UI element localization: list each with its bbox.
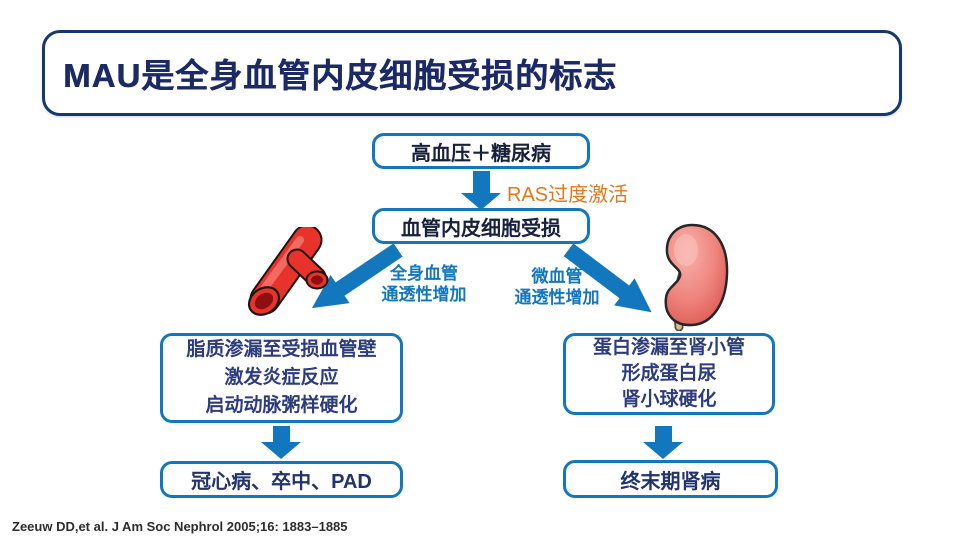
box-protein-line: 形成蛋白尿 xyxy=(621,363,717,384)
diagonal-arrow-right xyxy=(563,243,652,313)
box-protein-leakage: 蛋白渗漏至肾小管 形成蛋白尿 肾小球硬化 xyxy=(563,333,775,415)
box-end-stage-renal-disease-label: 终末期肾病 xyxy=(620,470,721,493)
box-chd-stroke-pad-label: 冠心病、卒中、PAD xyxy=(191,471,372,493)
label-line: 全身血管 xyxy=(390,264,458,283)
down-arrow-cause-to-endothelium xyxy=(461,171,501,210)
diagonal-arrow-left xyxy=(311,243,403,309)
label-line: 通透性增加 xyxy=(514,288,600,307)
box-chd-stroke-pad: 冠心病、卒中、PAD xyxy=(160,461,403,498)
down-arrow-to-esrd xyxy=(643,426,683,459)
arrow-head xyxy=(461,193,501,210)
down-arrow-to-chd xyxy=(261,426,301,459)
arrow-head xyxy=(261,442,301,459)
microvessel-permeability-label: 微血管 通透性增加 xyxy=(502,266,612,308)
arrow-shaft xyxy=(654,426,672,442)
systemic-vessel-permeability-label: 全身血管 通透性增加 xyxy=(368,263,480,305)
box-protein-line: 蛋白渗漏至肾小管 xyxy=(592,337,745,358)
box-lipid-line: 激发炎症反应 xyxy=(224,367,339,388)
slide-title: MAU是全身血管内皮细胞受损的标志 xyxy=(63,57,618,94)
box-hypertension-diabetes: 高血压＋糖尿病 xyxy=(372,133,590,169)
box-endothelial-damage: 血管内皮细胞受损 xyxy=(372,208,590,244)
box-protein-line: 肾小球硬化 xyxy=(621,389,717,410)
label-line: 通透性增加 xyxy=(381,285,467,304)
box-endothelial-damage-label: 血管内皮细胞受损 xyxy=(401,217,561,240)
box-lipid-line: 启动动脉粥样硬化 xyxy=(205,395,358,416)
kidney-illustration xyxy=(664,223,729,331)
title-banner: MAU是全身血管内皮细胞受损的标志 xyxy=(42,30,902,116)
box-lipid-leakage: 脂质渗漏至受损血管壁 激发炎症反应 启动动脉粥样硬化 xyxy=(160,333,403,423)
blood-vessel-illustration xyxy=(247,227,329,316)
label-line: 微血管 xyxy=(531,267,583,286)
box-hypertension-diabetes-label: 高血压＋糖尿病 xyxy=(411,142,551,165)
arrow-shaft xyxy=(272,426,290,442)
box-end-stage-renal-disease: 终末期肾病 xyxy=(563,460,778,498)
arrow-shaft xyxy=(472,171,490,193)
box-lipid-line: 脂质渗漏至受损血管壁 xyxy=(186,339,377,360)
arrow-head xyxy=(643,442,683,459)
ras-activation-label: RAS过度激活 xyxy=(507,184,629,206)
reference-citation: Zeeuw DD,et al. J Am Soc Nephrol 2005;16… xyxy=(12,519,348,534)
